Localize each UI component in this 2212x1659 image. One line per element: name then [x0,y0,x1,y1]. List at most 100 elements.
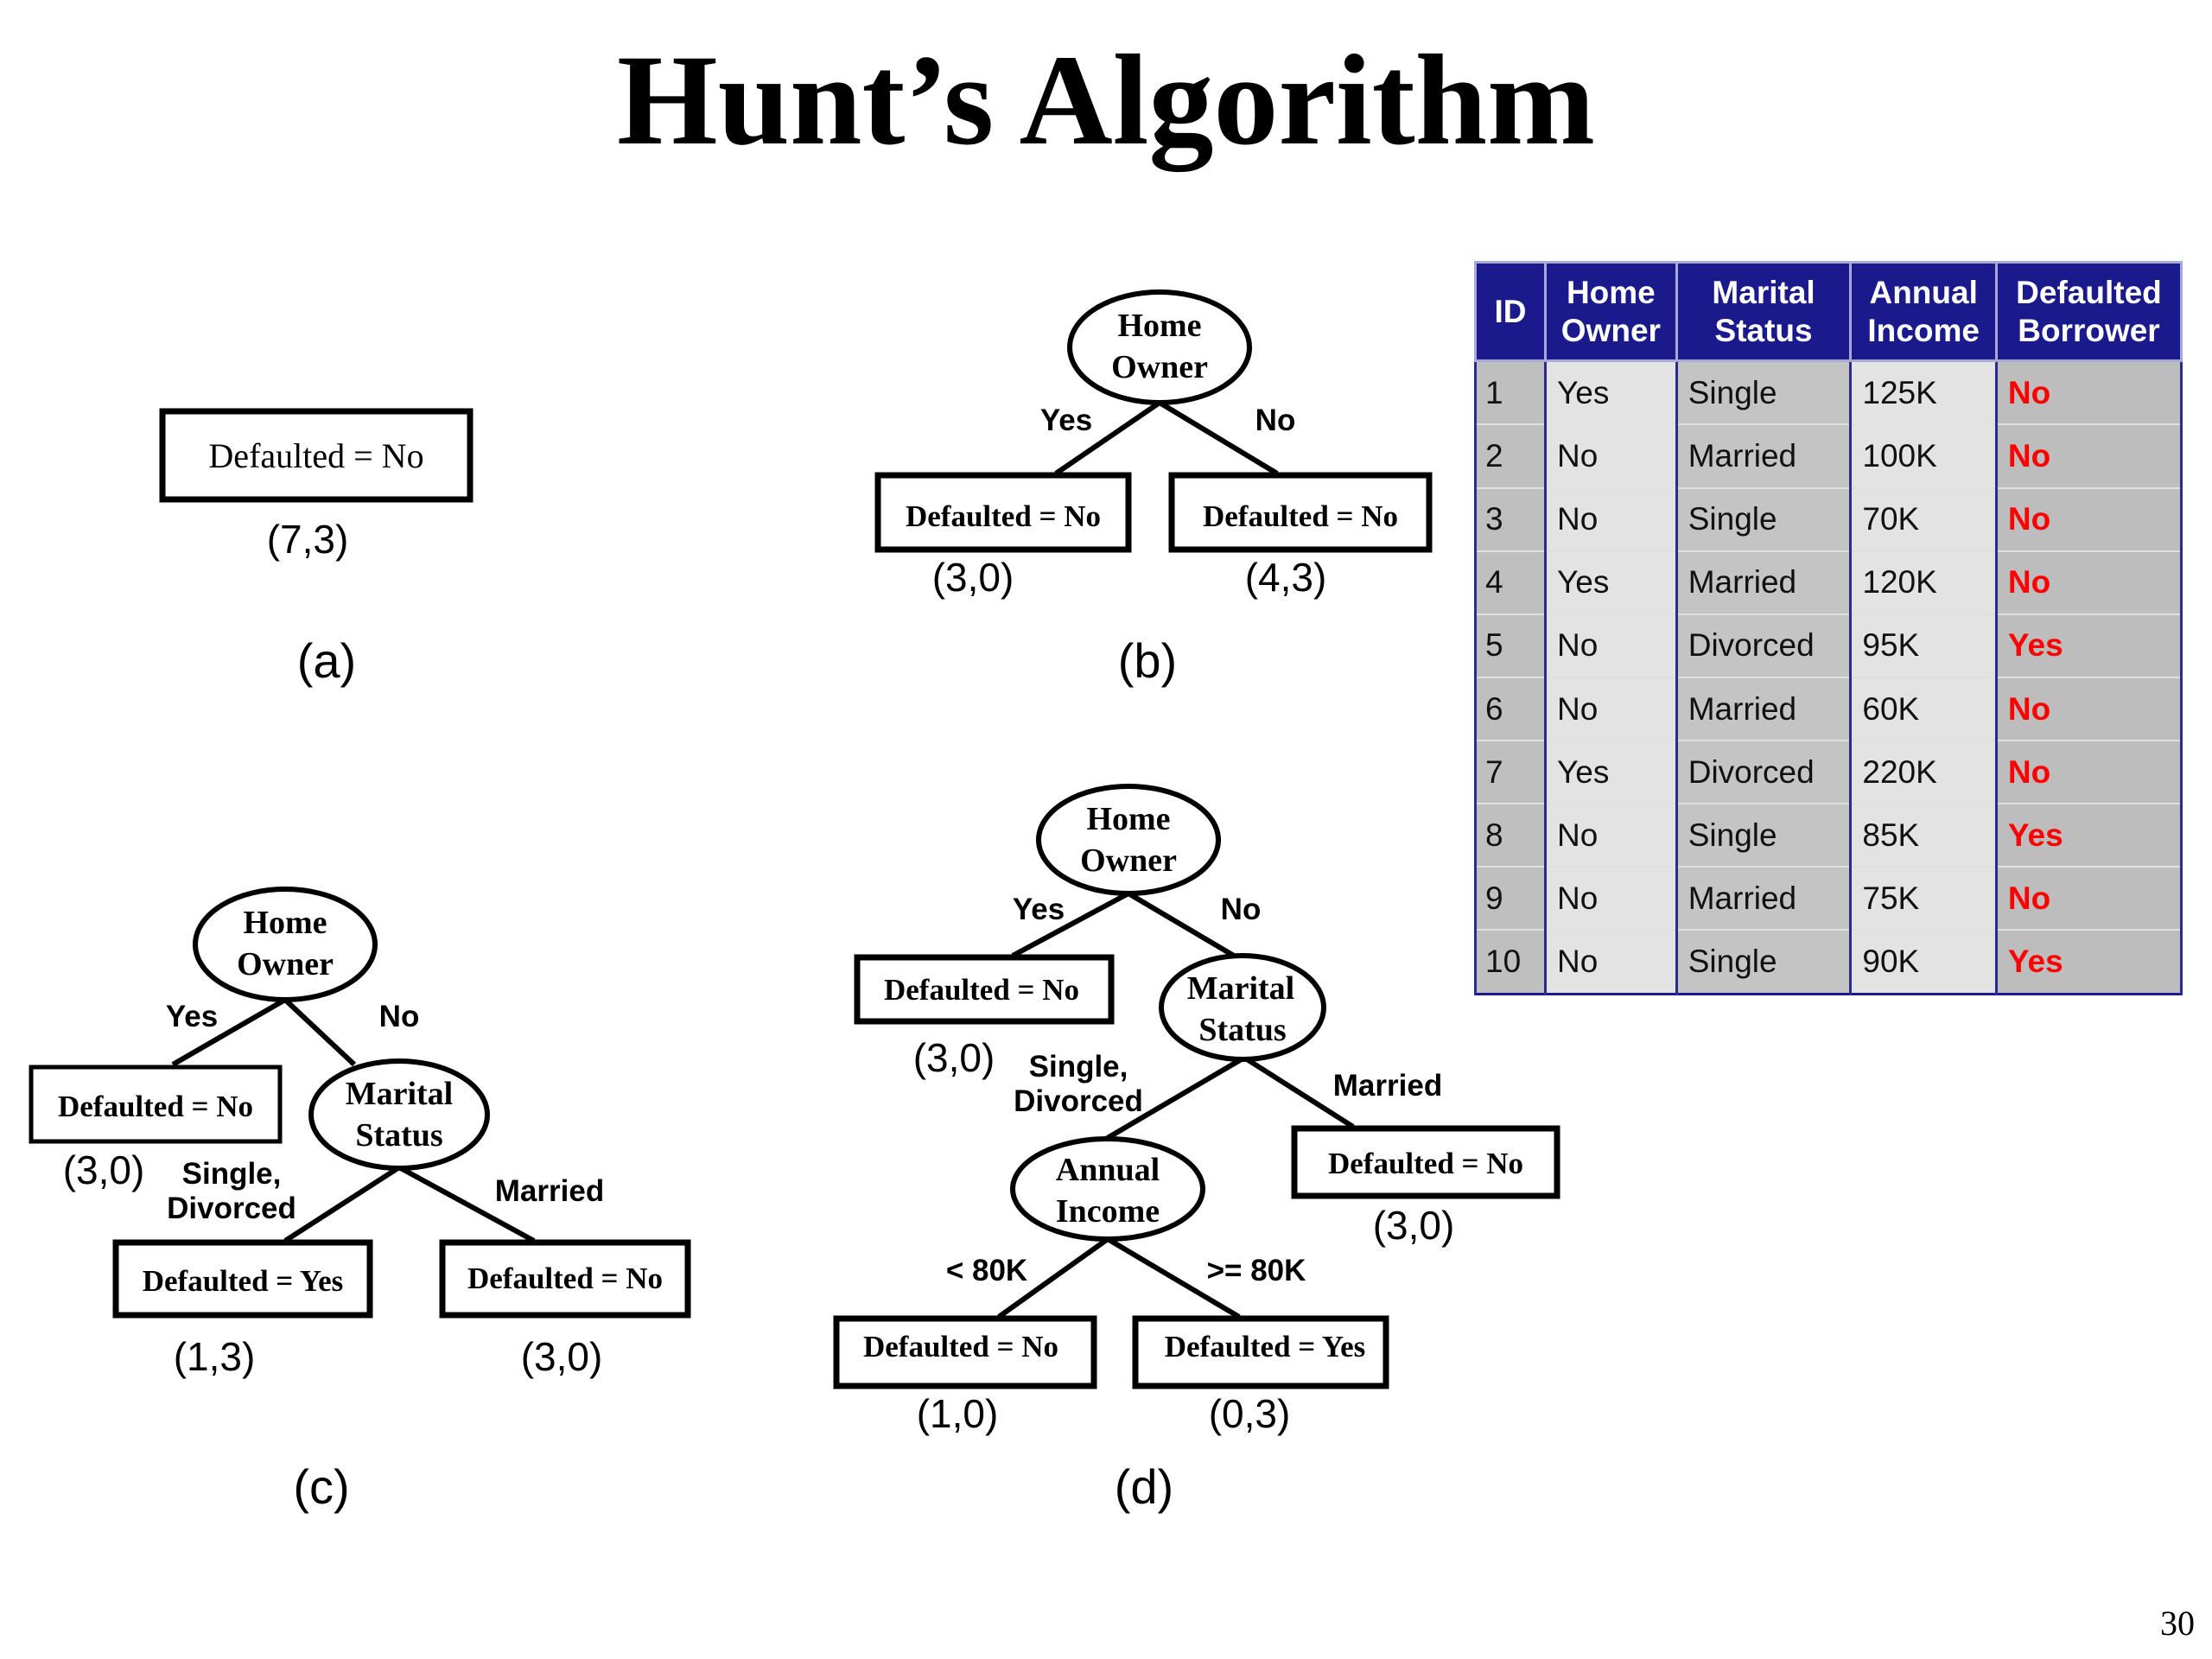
split-node-label: Home [1086,801,1170,837]
tree-edge [1243,1055,1355,1129]
panel-label: (a) [297,633,356,688]
split-node-label: Home [243,905,327,941]
split-node-label: Marital [1187,970,1295,1007]
tree-edge [283,997,357,1067]
column-header-label: Marital [1712,274,1815,310]
panel-b: Home Owner Yes No Defaulted = No (3,0) D… [874,289,1433,688]
edge-label-greater-equal-80k: >= 80K [1207,1254,1306,1287]
cell-marital-status: Single [1675,360,1853,426]
column-header-label: Status [1714,312,1813,348]
cell-marital-status: Married [1675,424,1853,489]
class-count: (3,0) [932,555,1014,600]
leaf-node-box [1132,1315,1389,1389]
cell-id: 4 [1474,550,1547,615]
cell-annual-income: 85K [1849,804,1998,868]
column-header-label: Owner [1560,312,1661,348]
cell-defaulted-borrower: Yes [1994,804,2183,868]
cell-defaulted-borrower: No [1994,424,2183,489]
cell-annual-income: 90K [1849,930,1998,995]
leaf-node-label: Defaulted = No [1203,499,1398,533]
column-header-label: Borrower [2018,312,2160,348]
class-count: (3,0) [63,1147,145,1192]
cell-defaulted-borrower: No [1994,360,2183,426]
cell-marital-status: Married [1675,867,1853,931]
panel-a: Defaulted = No (7,3) (a) [159,408,474,688]
tree-edge [397,1165,536,1243]
cell-id: 10 [1474,930,1547,995]
split-node-home-owner [1067,289,1252,405]
edge-label-single-divorced: Divorced [1014,1084,1143,1118]
cell-home-owner: No [1544,930,1678,995]
cell-home-owner: No [1544,804,1678,868]
split-node-label: Home [1117,308,1201,344]
edge-label-single-divorced: Divorced [167,1192,296,1225]
split-node-label: Status [1198,1012,1286,1048]
tree-edge [997,1236,1109,1319]
cell-defaulted-borrower: Yes [1994,930,2183,995]
leaf-node-label: Defaulted = No [1328,1147,1523,1180]
cell-id: 7 [1474,741,1547,805]
column-header-label: Annual [1869,274,1978,310]
edge-label-no: No [1255,404,1296,437]
leaf-node-label: Defaulted = No [863,1330,1058,1363]
cell-id: 1 [1474,360,1547,426]
split-node-annual-income [1010,1136,1205,1242]
split-node-marital-status [1159,953,1326,1062]
leaf-node-label: Defaulted = Yes [1165,1330,1366,1363]
class-count: (4,3) [1245,555,1327,600]
leaf-node-box [159,408,474,503]
cell-id: 9 [1474,867,1547,931]
cell-id: 5 [1474,613,1547,678]
cell-home-owner: No [1544,677,1678,742]
cell-defaulted-borrower: No [1994,487,2183,552]
column-header-label: Defaulted [2016,274,2162,310]
cell-id: 6 [1474,677,1547,742]
leaf-node-label: Defaulted = No [906,499,1101,533]
leaf-node-box [1168,472,1433,553]
leaf-node-box [854,954,1115,1025]
class-count: (3,0) [1373,1203,1455,1248]
tree-edge [1104,1055,1246,1141]
cell-annual-income: 75K [1849,867,1998,931]
edge-label-single-divorced: Single, [1029,1050,1128,1084]
cell-annual-income: 120K [1849,550,1998,615]
leaf-node-box [1291,1125,1560,1199]
tree-edge [1127,891,1244,963]
cell-marital-status: Divorced [1675,741,1853,805]
leaf-node-box [112,1239,373,1319]
split-node-marital-status [308,1058,490,1171]
cell-home-owner: Yes [1544,741,1678,805]
split-node-label: Income [1056,1193,1160,1230]
page-number: 30 [2160,1604,2195,1643]
cell-marital-status: Single [1675,487,1853,552]
edge-label-yes: Yes [1040,404,1092,437]
class-count: (0,3) [1209,1391,1291,1436]
class-count: (3,0) [521,1334,603,1379]
split-node-label: Annual [1056,1152,1160,1188]
edge-label-single-divorced: Single, [182,1157,282,1191]
panel-label: (b) [1118,633,1177,688]
class-count: (3,0) [913,1035,995,1080]
edge-label-yes: Yes [166,1000,218,1033]
split-node-label: Owner [1080,842,1177,879]
cell-marital-status: Married [1675,677,1853,742]
leaf-node-box [439,1239,691,1319]
cell-home-owner: No [1544,487,1678,552]
leaf-node-label: Defaulted = No [467,1262,663,1295]
tree-edge [1011,891,1130,958]
cell-annual-income: 70K [1849,487,1998,552]
